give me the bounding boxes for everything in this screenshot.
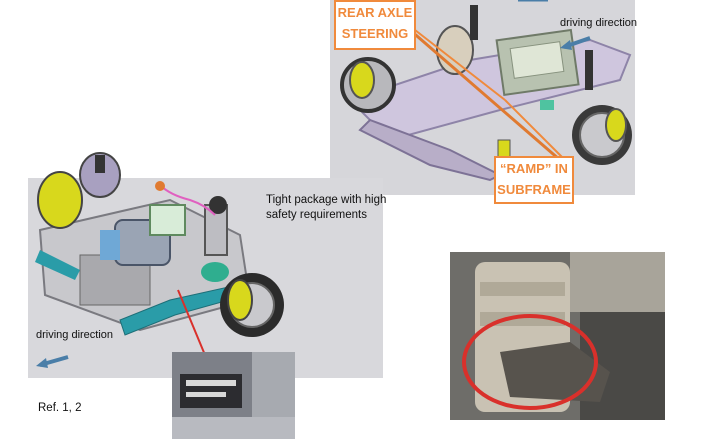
left-caption: Tight package with high safety requireme…	[266, 193, 386, 223]
left-caption-line1: Tight package with high	[266, 194, 387, 206]
rear-axle-steering-label: REAR AXLE STEERING	[334, 0, 416, 50]
ramp-label-line1: “RAMP” IN	[500, 161, 568, 176]
rear-axle-label-line2: STEERING	[341, 26, 409, 41]
ramp-subframe-label: “RAMP” IN SUBFRAME	[494, 156, 574, 204]
rear-axle-label-line1: REAR AXLE	[337, 5, 413, 20]
reference-note: Ref. 1, 2	[38, 402, 82, 414]
ramp-detail-photo	[450, 252, 665, 420]
left-caption-line2: safety requirements	[266, 209, 367, 221]
ramp-label-line2: SUBFRAME	[497, 182, 571, 197]
rear-axle-panel	[330, 0, 635, 195]
driving-direction-left: driving direction	[36, 329, 114, 341]
rear-axle-illustration	[340, 5, 632, 182]
label-photo	[172, 352, 295, 439]
driving-direction-top: driving direction	[560, 17, 638, 29]
ramp-detail-illustration	[450, 252, 665, 420]
label-photo-illustration	[172, 352, 295, 439]
